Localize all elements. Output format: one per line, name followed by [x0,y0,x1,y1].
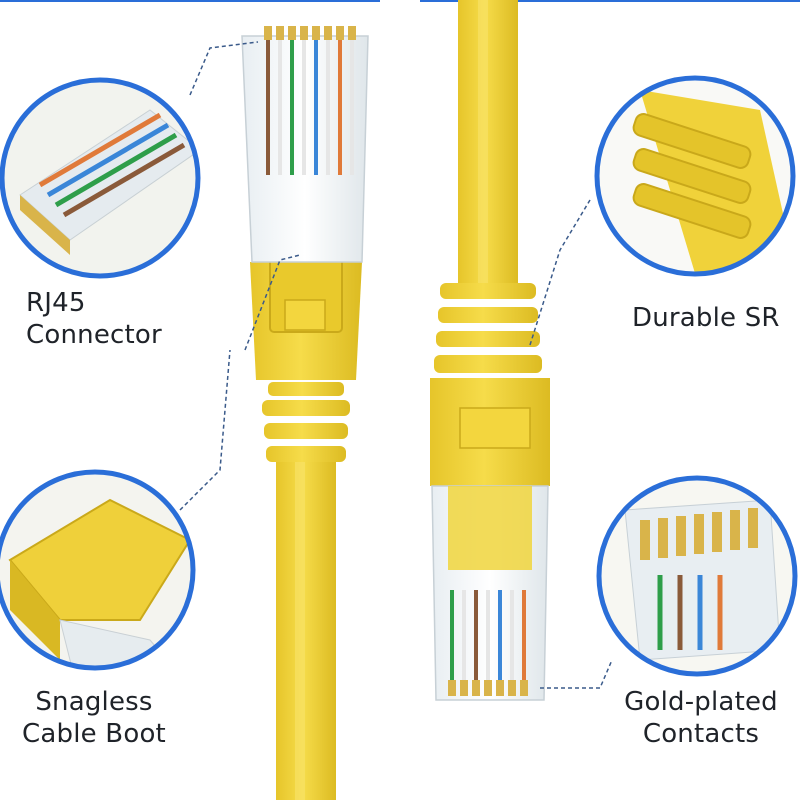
callout-durable-line1: Durable SR [632,303,780,333]
zoom-circle-durable [594,75,796,277]
zoom-circle-gold [596,475,798,677]
callout-gold-line2: Contacts [642,719,760,749]
callout-gold-line1: Gold-plated [624,687,778,717]
callout-snagless-line1: Snagless [35,687,153,717]
callout-rj45-connector: RJ45 Connector [26,287,162,351]
callout-gold-plated-contacts: Gold-plated Contacts [620,686,782,750]
zoom-circle-snagless [0,469,196,671]
callout-snagless-line2: Cable Boot [22,719,166,749]
callout-durable-sr: Durable SR [632,302,780,334]
right-cable [430,0,550,701]
left-cable [241,26,369,800]
leader-lines [179,41,613,689]
zoom-circle-rj45 [0,77,201,279]
callout-rj45-line1: RJ45 [26,288,86,318]
callout-snagless-cable-boot: Snagless Cable Boot [22,686,166,750]
callout-rj45-line2: Connector [26,320,162,350]
